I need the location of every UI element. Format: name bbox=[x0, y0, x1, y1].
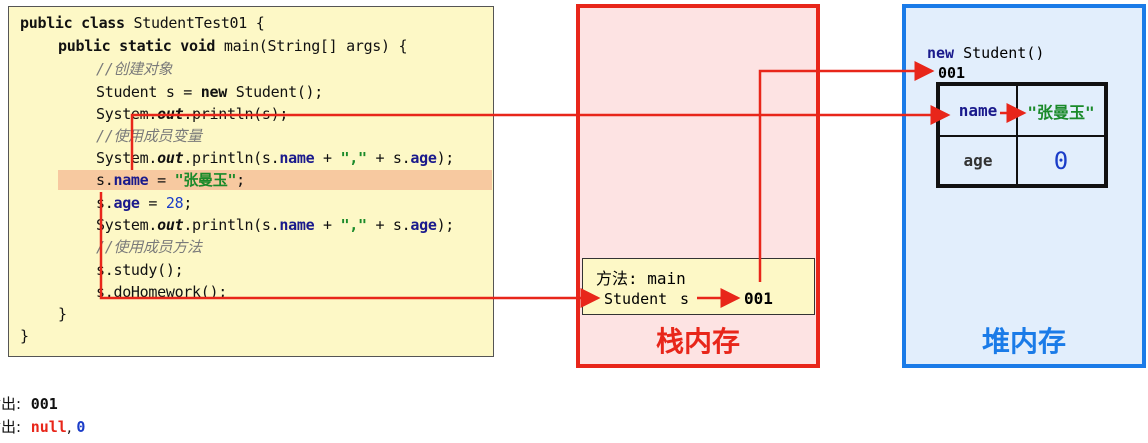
student-object: name "张曼玉" age 0 bbox=[936, 82, 1108, 188]
code-comment-fields: //使用成员变量 bbox=[96, 127, 202, 145]
stack-title: 栈内存 bbox=[655, 325, 740, 358]
code-line-print-fields-2: System.out.println(s.name + "," + s.age)… bbox=[96, 216, 455, 234]
code-close-method: } bbox=[58, 305, 67, 323]
heap-address: 001 bbox=[938, 64, 966, 82]
code-line-assign-age: s.age = 28; bbox=[96, 194, 193, 212]
stack-frame-label: 方法: main bbox=[596, 269, 686, 288]
code-close-class: } bbox=[20, 327, 29, 345]
highlighted-line bbox=[58, 170, 492, 190]
code-comment-methods: //使用成员方法 bbox=[96, 238, 202, 256]
stack-var-name: s bbox=[680, 290, 690, 308]
arrow-s-to-stack bbox=[99, 192, 601, 308]
heap-title: 堆内存 bbox=[981, 325, 1066, 358]
main-stack-frame bbox=[582, 258, 815, 315]
output-line-1: 输出: 001 bbox=[0, 395, 58, 413]
code-line-class-decl: public class StudentTest01 { bbox=[20, 14, 265, 32]
code-line-main-decl: public static void main(String[] args) { bbox=[58, 37, 408, 55]
field-name-label: name bbox=[958, 101, 998, 120]
stack-var-type: Student bbox=[604, 290, 668, 308]
field-age-label: age bbox=[963, 151, 993, 170]
arrow-name-assign bbox=[130, 105, 951, 170]
heap-new-expression: new Student() bbox=[927, 44, 1045, 62]
field-name-value: "张曼玉" bbox=[1027, 102, 1095, 122]
field-age-value-cell: 0 bbox=[1017, 136, 1105, 185]
field-age-value: 0 bbox=[1053, 146, 1069, 175]
arrow-stack-to-heap bbox=[758, 61, 935, 282]
code-line-study: s.study(); bbox=[96, 261, 184, 279]
field-age-cell: age bbox=[939, 136, 1017, 185]
code-line-homework: s.doHomework(); bbox=[96, 283, 227, 301]
output-line-2: 输出: null, 0 bbox=[0, 418, 86, 436]
code-comment-create: //创建对象 bbox=[96, 60, 173, 78]
code-line-print-fields-1: System.out.println(s.name + "," + s.age)… bbox=[96, 149, 455, 167]
stack-var-value: 001 bbox=[744, 289, 773, 308]
code-line-assign-name: s.name = "张曼玉"; bbox=[96, 171, 245, 189]
code-line-new-student: Student s = new Student(); bbox=[96, 83, 324, 101]
